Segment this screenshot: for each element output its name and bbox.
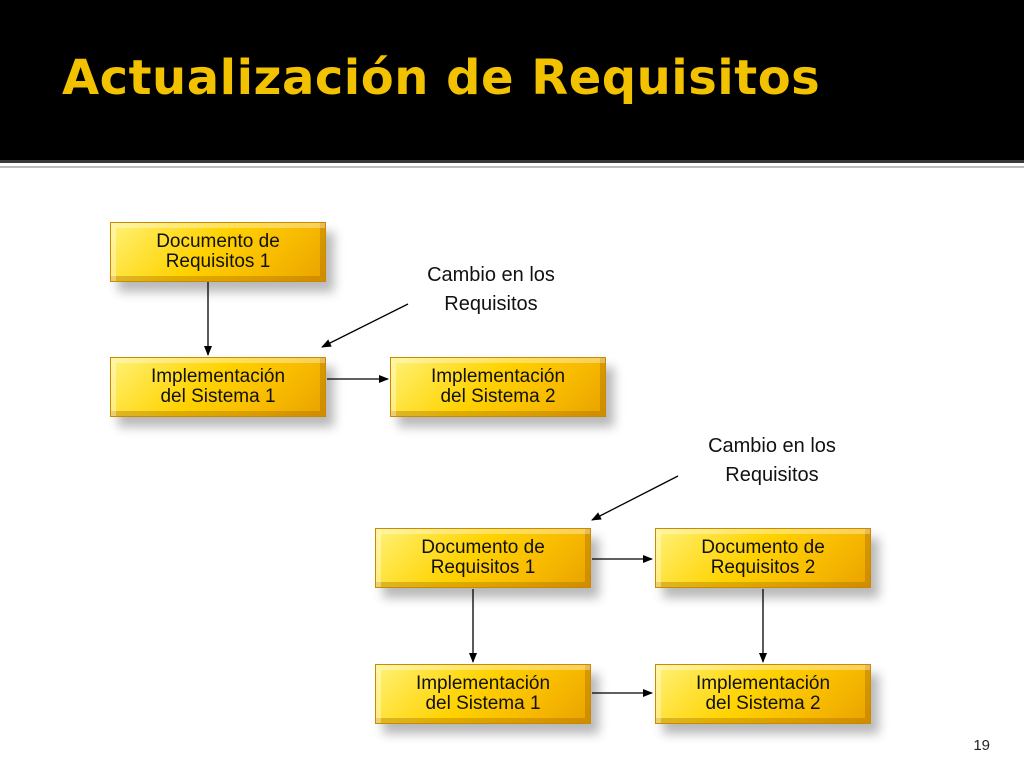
- box-label-line: Implementación: [150, 366, 286, 387]
- box-label-line: Requisitos 1: [430, 557, 536, 578]
- title-divider-light: [0, 166, 1024, 168]
- callout-line: Cambio en los: [708, 435, 836, 457]
- d1-callout-cambio-requisitos: Cambio en los Requisitos: [396, 261, 586, 319]
- box-label-line: del Sistema 1: [425, 693, 541, 714]
- d1-box-implementacion-sistema-1: Implementación del Sistema 1: [110, 357, 326, 417]
- d2-box-documento-requisitos-2: Documento de Requisitos 2: [655, 528, 871, 588]
- title-band: Actualización de Requisitos: [0, 0, 1024, 160]
- d2-box-documento-requisitos-1: Documento de Requisitos 1: [375, 528, 591, 588]
- d1-box-documento-requisitos-1: Documento de Requisitos 1: [110, 222, 326, 282]
- box-label-line: del Sistema 2: [705, 693, 821, 714]
- box-label-line: Implementación: [695, 673, 831, 694]
- box-label-line: Requisitos 1: [165, 251, 271, 272]
- page-number: 19: [973, 737, 990, 754]
- box-label-line: Documento de: [421, 537, 545, 558]
- d2-box-implementacion-sistema-2: Implementación del Sistema 2: [655, 664, 871, 724]
- slide-title: Actualización de Requisitos: [62, 50, 821, 106]
- title-divider: [0, 160, 1024, 163]
- arrow-d2-callout: [591, 475, 679, 521]
- box-label-line: del Sistema 2: [440, 386, 556, 407]
- box-label-line: Documento de: [701, 537, 825, 558]
- callout-line: Requisitos: [725, 464, 819, 486]
- d2-callout-cambio-requisitos: Cambio en los Requisitos: [677, 432, 867, 490]
- box-label-line: Requisitos 2: [710, 557, 816, 578]
- d2-box-implementacion-sistema-1: Implementación del Sistema 1: [375, 664, 591, 724]
- box-label-line: del Sistema 1: [160, 386, 276, 407]
- box-label-line: Implementación: [415, 673, 551, 694]
- arrow-d1-callout: [321, 303, 409, 348]
- box-label-line: Implementación: [430, 366, 566, 387]
- d1-box-implementacion-sistema-2: Implementación del Sistema 2: [390, 357, 606, 417]
- callout-line: Cambio en los: [427, 264, 555, 286]
- callout-line: Requisitos: [444, 293, 538, 315]
- box-label-line: Documento de: [156, 231, 280, 252]
